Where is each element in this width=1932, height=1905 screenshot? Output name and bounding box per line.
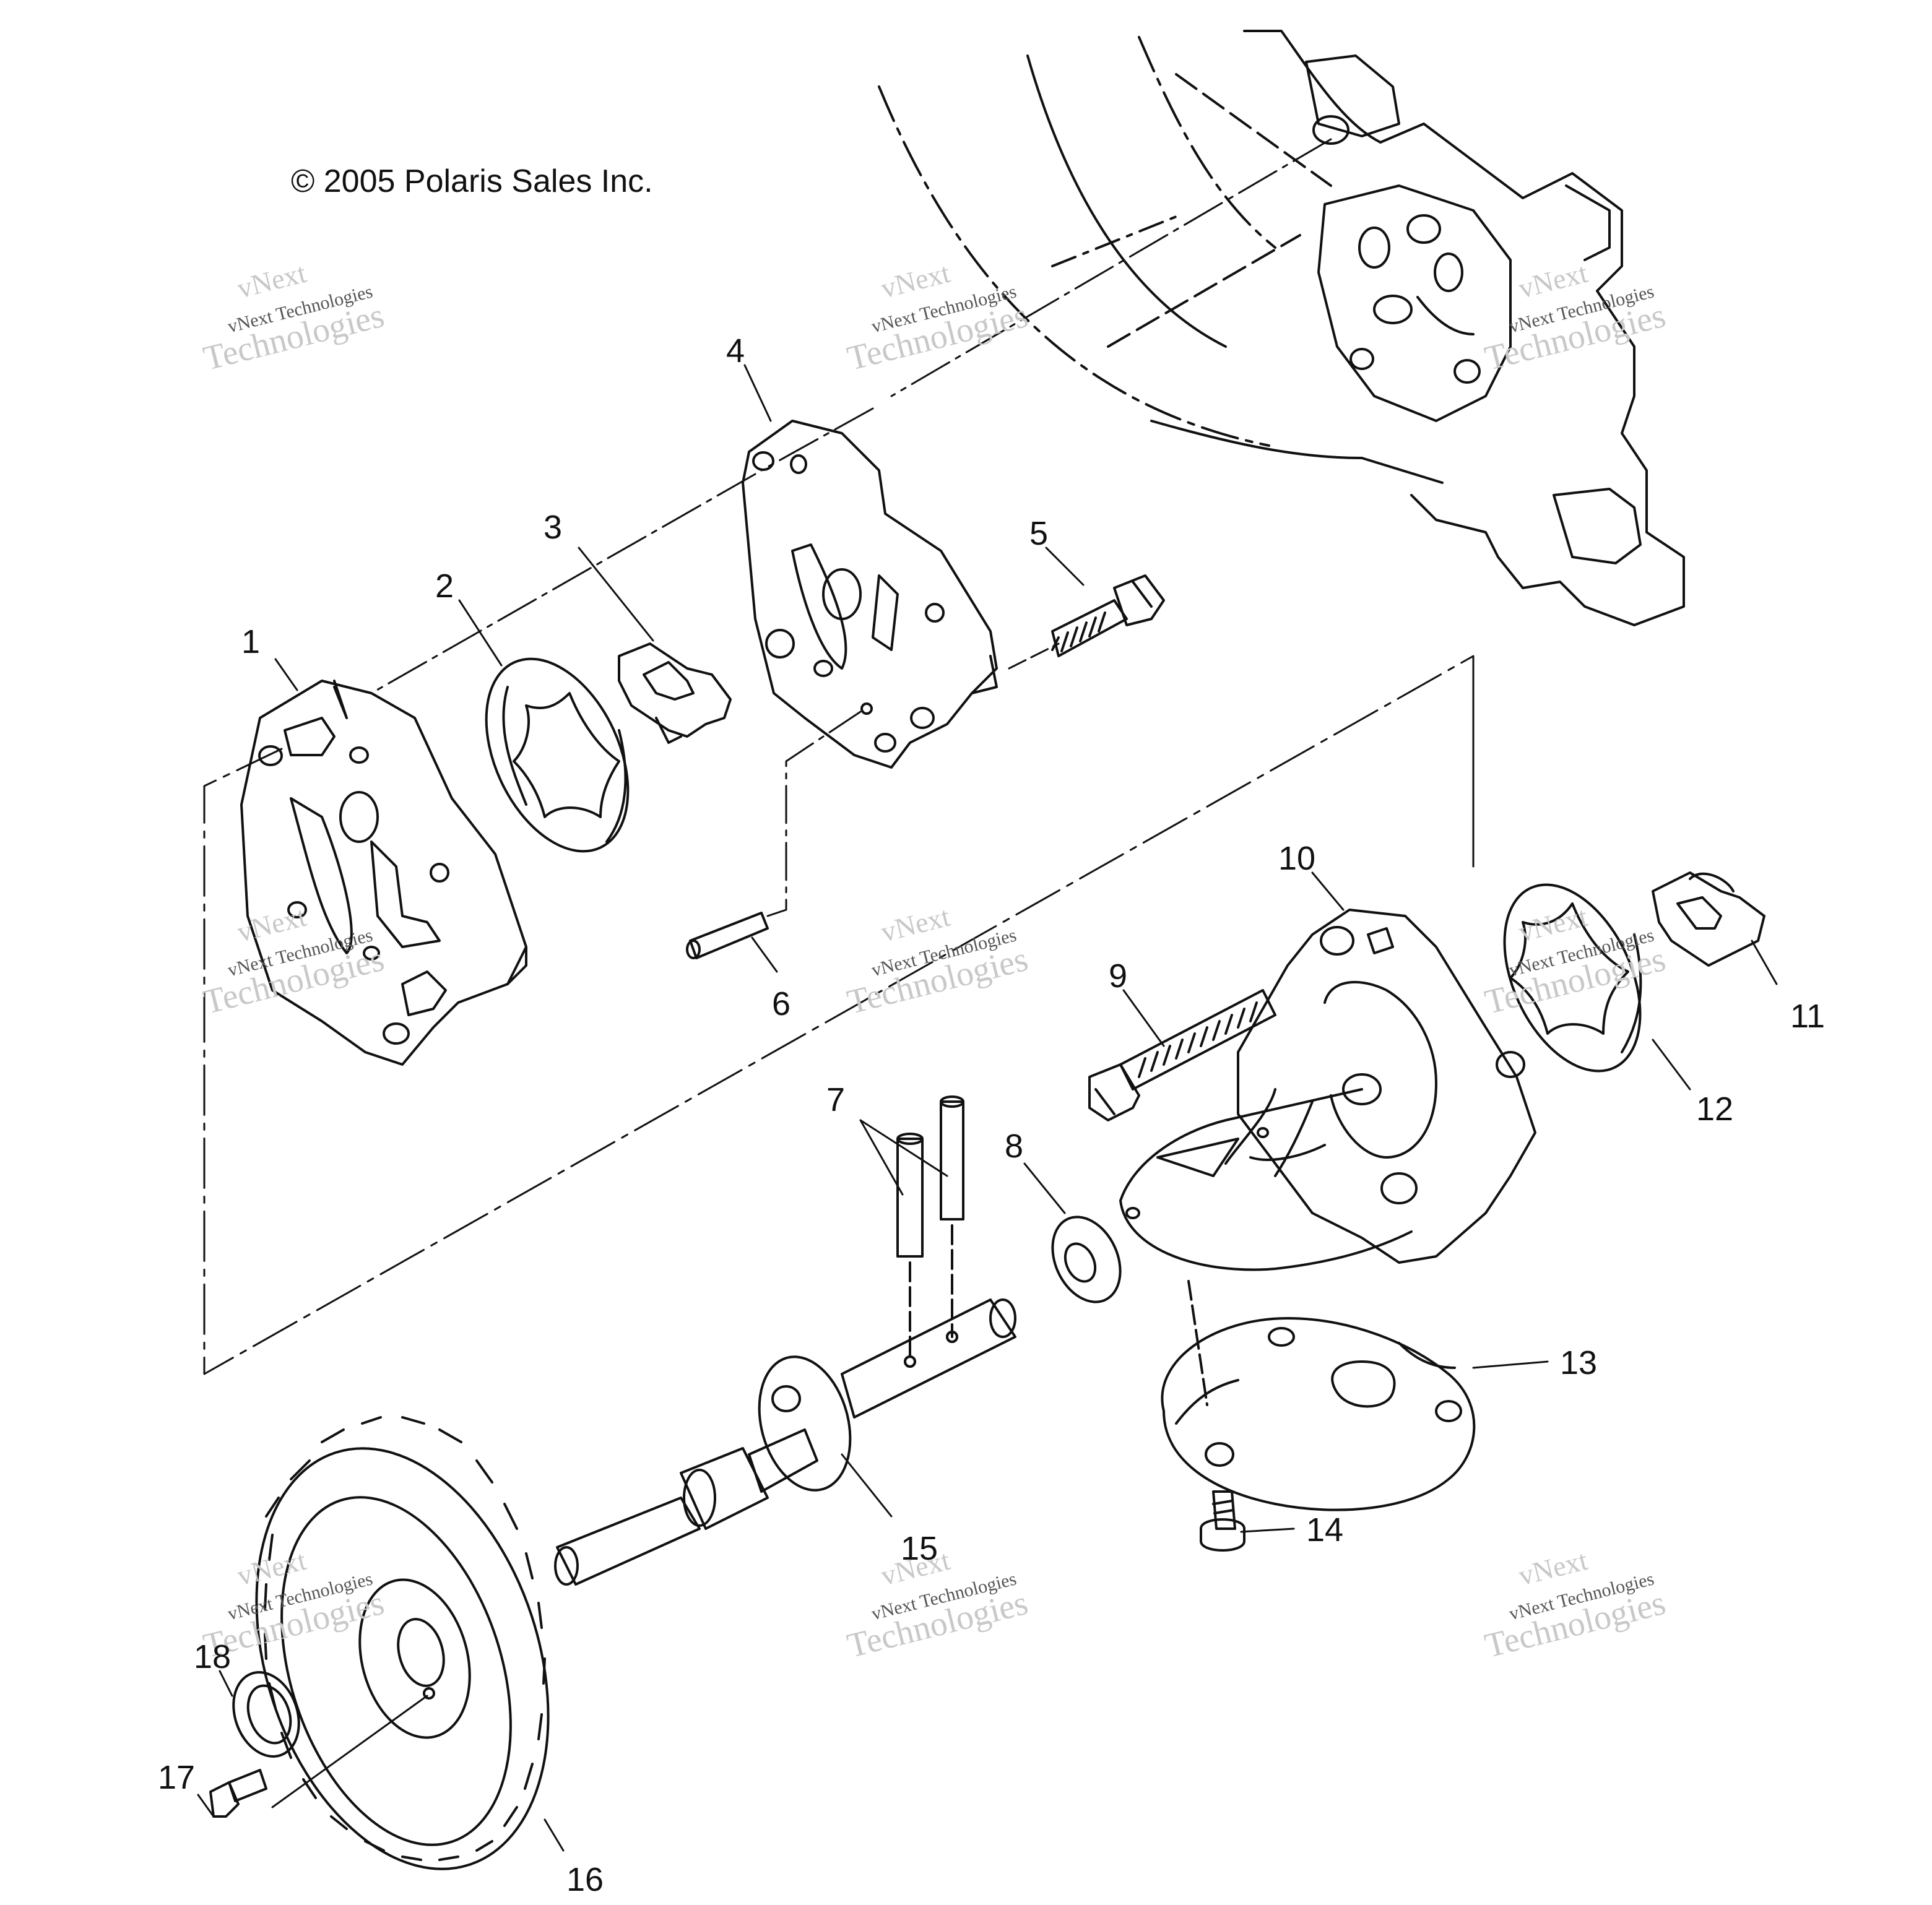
part-6-dowel-pin xyxy=(686,912,769,959)
callout-14[interactable]: 14 xyxy=(1306,1511,1343,1549)
part-1-pump-body xyxy=(240,680,527,1066)
watermark: vNext vNext Technologies Technologies xyxy=(844,257,1032,378)
watermark-line1: vNext xyxy=(234,257,310,305)
part-11-inner-rotor xyxy=(1652,871,1765,967)
watermark: vNext vNext Technologies Technologies xyxy=(1481,1544,1670,1665)
callout-18[interactable]: 18 xyxy=(194,1638,231,1675)
callout-labels: 1 2 3 4 5 6 7 8 9 10 11 12 13 14 15 16 1… xyxy=(158,332,1825,1898)
callout-1[interactable]: 1 xyxy=(241,623,260,660)
part-7-pins xyxy=(896,1095,964,1368)
part-13-cover-plate xyxy=(1161,1317,1476,1511)
callout-5[interactable]: 5 xyxy=(1029,515,1048,552)
watermark: vNext vNext Technologies Technologies xyxy=(200,257,388,378)
callout-13[interactable]: 13 xyxy=(1560,1344,1597,1381)
callout-15[interactable]: 15 xyxy=(901,1530,938,1567)
part-4-pump-plate xyxy=(742,420,998,769)
part-3-inner-rotor xyxy=(618,642,732,744)
watermarks: vNext vNext Technologies Technologies vN… xyxy=(200,257,1670,1665)
part-17-bolt xyxy=(209,1695,428,1818)
callout-16[interactable]: 16 xyxy=(566,1861,604,1898)
watermark-line1: vNext xyxy=(878,257,953,305)
callout-12[interactable]: 12 xyxy=(1696,1091,1733,1128)
watermark-line1: vNext xyxy=(1515,901,1591,948)
part-12-outer-rotor xyxy=(1503,883,1642,1073)
callout-17[interactable]: 17 xyxy=(158,1759,195,1796)
callout-3[interactable]: 3 xyxy=(544,509,562,546)
crankcase-housing xyxy=(878,30,1685,626)
watermark-line1: vNext xyxy=(878,901,953,948)
watermark-line1: vNext xyxy=(1515,257,1591,305)
watermark-line1: vNext xyxy=(234,1544,310,1592)
leader-lines xyxy=(197,364,1778,1852)
callout-10[interactable]: 10 xyxy=(1278,840,1315,877)
assembly-centerlines xyxy=(203,138,1475,1375)
callout-11[interactable]: 11 xyxy=(1790,998,1825,1035)
part-8-washer xyxy=(1051,1216,1122,1303)
callout-8[interactable]: 8 xyxy=(1005,1128,1023,1165)
part-10-pump-housing xyxy=(1119,909,1536,1406)
callout-9[interactable]: 9 xyxy=(1109,957,1127,995)
watermark-line1: vNext xyxy=(234,901,310,948)
part-16-drive-gear xyxy=(255,1416,550,1870)
part-2-outer-rotor xyxy=(485,657,630,853)
part-18-seal-ring xyxy=(232,1671,300,1758)
callout-7[interactable]: 7 xyxy=(826,1081,845,1118)
watermark: vNext vNext Technologies Technologies xyxy=(844,901,1032,1022)
watermark: vNext vNext Technologies Technologies xyxy=(200,901,388,1022)
part-9-long-bolt xyxy=(1088,989,1276,1121)
watermark: vNext vNext Technologies Technologies xyxy=(1481,257,1670,378)
part-14-screw xyxy=(1200,1490,1245,1552)
callout-6[interactable]: 6 xyxy=(772,985,791,1022)
callout-2[interactable]: 2 xyxy=(435,568,454,605)
part-15-shaft xyxy=(554,1298,1016,1586)
watermark-line1: vNext xyxy=(1515,1544,1591,1592)
copyright-text: © 2005 Polaris Sales Inc. xyxy=(291,163,653,199)
callout-4[interactable]: 4 xyxy=(726,332,745,369)
part-5-bolt xyxy=(1051,574,1165,657)
